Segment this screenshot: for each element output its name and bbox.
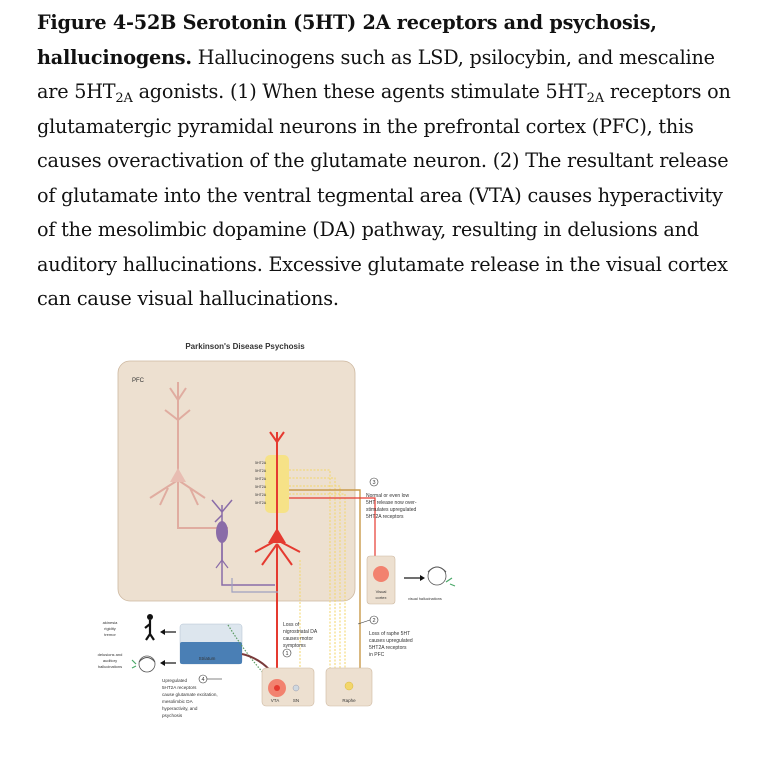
receptor-label-group: 5HT2A 5HT2A 5HT2A 5HT2A 5HT2A 5HT2A <box>255 461 267 505</box>
step-4-line: Upregulated <box>162 678 187 683</box>
step-3-line: stimulates upregulated <box>366 507 417 513</box>
delusions-line: hallucinations <box>98 664 122 669</box>
sn-neuron <box>292 684 300 692</box>
step-1-line: causes motor <box>283 636 313 642</box>
sn-label: SN <box>293 698 299 703</box>
visual-hallucination-head-icon <box>427 566 456 587</box>
step-2-leader <box>357 619 371 625</box>
gaba-terminal-line <box>231 578 278 593</box>
step-3-line: 5HT2A receptors <box>366 514 404 520</box>
step-3-marker <box>369 477 379 487</box>
caption-text-2: agonists. (1) When these agents stimulat… <box>132 80 587 103</box>
visual-cortex-label: Visual <box>376 589 387 594</box>
step-1-text: Loss of nigrostriatal DA causes motor sy… <box>283 622 318 649</box>
delusions-line: delusions and <box>98 652 123 657</box>
caption-subscript-2: 2A <box>586 91 604 106</box>
step-2-line: 5HT2A receptors <box>369 645 407 651</box>
pyramidal-neuron <box>149 382 228 529</box>
receptor-label: 5HT2A <box>255 469 267 473</box>
receptor-label: 5HT2A <box>255 493 267 497</box>
step-2-line: Loss of raphe 5HT <box>369 631 410 637</box>
step-3-number: 3 <box>372 480 375 486</box>
walking-figure-icon <box>144 614 155 641</box>
step-4-line: 5HT2A receptors <box>162 685 197 690</box>
step-4-text: Upregulated 5HT2A receptors cause glutam… <box>162 678 218 718</box>
step-4-line: psychosis <box>162 713 183 718</box>
glutamate-soma <box>268 528 286 543</box>
visual-cortex-activation <box>373 566 389 582</box>
step-3-line: 5HT release now over- <box>366 500 417 506</box>
caption-lead: Figure 4-52B Serotonin (5HT) 2A receptor… <box>37 11 657 69</box>
pfc-region <box>117 360 356 602</box>
caption-text-1: Hallucinogens such as LSD, psilocybin, a… <box>37 45 715 104</box>
auditory-hallucination-head-icon <box>131 655 156 673</box>
akinesia-label: akinesia rigidity tremor <box>103 620 118 637</box>
serotonin-pathway <box>289 469 346 690</box>
caption-subscript-1: 2A <box>115 91 133 106</box>
pfc-label: PFC <box>132 378 145 384</box>
receptor-label: 5HT2A <box>255 501 267 505</box>
step-1-line: symptoms <box>283 643 306 649</box>
step-2-line: causes upregulated <box>369 638 413 644</box>
step-1-number: 1 <box>285 651 288 657</box>
akinesia-line: tremor <box>104 632 116 637</box>
step-4-line: cause glutamate excitation, <box>162 692 218 697</box>
caption-text-3: receptors on glutamatergic pyramidal neu… <box>37 80 731 310</box>
striatum-fill <box>180 642 242 664</box>
step-1-line: Loss of <box>283 622 300 628</box>
step-4-line: mesolimbic DA <box>162 699 194 704</box>
step-2-number: 2 <box>372 618 375 624</box>
step-2-text: Loss of raphe 5HT causes upregulated 5HT… <box>369 631 413 658</box>
step-3-line: Normal or even low <box>366 493 409 499</box>
figure-caption: Figure 4-52B Serotonin (5HT) 2A receptor… <box>37 6 737 317</box>
visual-cortex-projection <box>289 497 376 560</box>
visual-hallucinations-label: visual hallucinations <box>408 597 442 601</box>
vta-label: VTA <box>271 698 279 703</box>
step-4-line: hyperactivity, and <box>162 706 198 711</box>
delusions-label: delusions and auditory hallucinations <box>98 652 123 669</box>
delusions-arrowhead <box>160 660 165 666</box>
step-2-line: in PFC <box>369 652 385 658</box>
step-1-marker <box>282 648 292 658</box>
receptor-label: 5HT2A <box>255 461 267 465</box>
receptor-label: 5HT2A <box>255 485 267 489</box>
step-1-line: nigrostriatal DA <box>283 629 318 635</box>
step-2-marker <box>369 615 379 625</box>
raphe-label: Raphe <box>342 698 356 703</box>
vta-neuron <box>274 685 280 691</box>
gaba-interneuron <box>211 499 275 586</box>
step-4-number: 4 <box>201 677 204 683</box>
receptor-label: 5HT2A <box>255 477 267 481</box>
step-3-text: Normal or even low 5HT release now over-… <box>366 493 417 520</box>
raphe-neuron <box>344 681 354 691</box>
visual-cortex-label: cortex <box>376 595 387 600</box>
visual-arrowhead <box>420 575 425 581</box>
akinesia-arrowhead <box>160 629 165 635</box>
striatum-label: Striatum <box>199 656 216 661</box>
akinesia-line: rigidity <box>104 626 116 631</box>
delusions-line: auditory <box>103 658 117 663</box>
akinesia-line: akinesia <box>103 620 118 625</box>
figure-title: Parkinson's Disease Psychosis <box>185 342 305 351</box>
pyramidal-soma <box>170 468 186 482</box>
